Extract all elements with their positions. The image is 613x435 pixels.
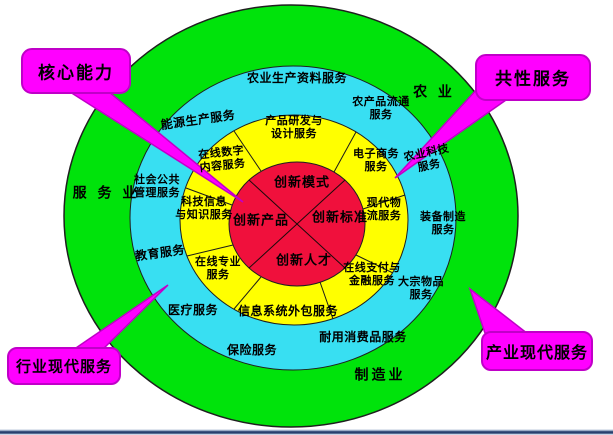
- yellow-segment-divider: [185, 187, 233, 206]
- callout-box-industry-modern-services: [7, 347, 121, 385]
- green-label-agriculture: 农 业: [413, 84, 455, 101]
- center-divider-line: [248, 179, 346, 269]
- yellow-segment-divider: [362, 194, 406, 210]
- center-label-innovation-model: 创新模式: [273, 175, 331, 191]
- center-label-innovation-product: 创新产品: [232, 213, 290, 229]
- yellow-segment-divider: [319, 281, 334, 320]
- yellow-label-modern-logistics: 现代物 流服务: [366, 196, 402, 222]
- callout-label-core-capability: 核心能力: [38, 63, 114, 84]
- cyan-label-agri-product-circulation: 农产品流通 服务: [352, 95, 410, 121]
- green-label-manufacturing: 制造业: [354, 367, 406, 384]
- yellow-segment-divider: [233, 130, 262, 172]
- callout-box-common-services: [475, 54, 591, 101]
- cyan-label-bulk-goods: 大宗物品 服务: [398, 275, 444, 301]
- callout-box-core-capability: [21, 48, 131, 94]
- slide-bottom-border: [0, 429, 613, 435]
- yellow-segment-divider: [233, 276, 262, 310]
- cyan-label-social-public-admin: 社会公共 管理服务: [134, 173, 180, 199]
- yellow-label-ecommerce: 电子商务 服务: [353, 147, 399, 173]
- cyan-label-equipment-manufacturing: 装备制造 服务: [420, 210, 466, 236]
- yellow-label-product-rnd-design: 产品研发与 设计服务: [265, 114, 323, 140]
- callout-label-sector-modern-services: 产业现代服务: [485, 343, 589, 362]
- yellow-label-scitech-info-knowledge: 科技信息 与知识服务: [175, 195, 233, 221]
- green-label-service-industry: 服 务 业: [72, 185, 140, 202]
- cyan-label-agri-production-materials: 农业生产资料服务: [246, 70, 348, 85]
- yellow-label-online-digital-content: 在线数字 内容服务: [197, 143, 247, 175]
- cyan-label-insurance: 保险服务: [226, 342, 278, 357]
- center-label-innovation-standard: 创新标准: [311, 210, 369, 226]
- callout-label-common-services: 共性服务: [495, 69, 571, 90]
- yellow-segment-divider: [333, 131, 357, 173]
- cyan-label-durable-consumer-goods: 耐用消费品服务: [319, 329, 407, 344]
- callout-box-sector-modern-services: [481, 331, 593, 371]
- callout-label-industry-modern-services: 行业现代服务: [15, 357, 113, 376]
- center-label-innovation-talent: 创新人才: [275, 253, 333, 269]
- yellow-label-online-payment-finance: 在线支付与 金融服务: [343, 261, 401, 287]
- yellow-label-it-outsourcing: 信息系统外包服务: [237, 303, 339, 318]
- cyan-label-medical: 医疗服务: [167, 302, 219, 317]
- yellow-segment-divider: [186, 244, 234, 257]
- yellow-label-online-professional: 在线专业 服务: [195, 255, 241, 281]
- yellow-segment-divider: [355, 254, 394, 274]
